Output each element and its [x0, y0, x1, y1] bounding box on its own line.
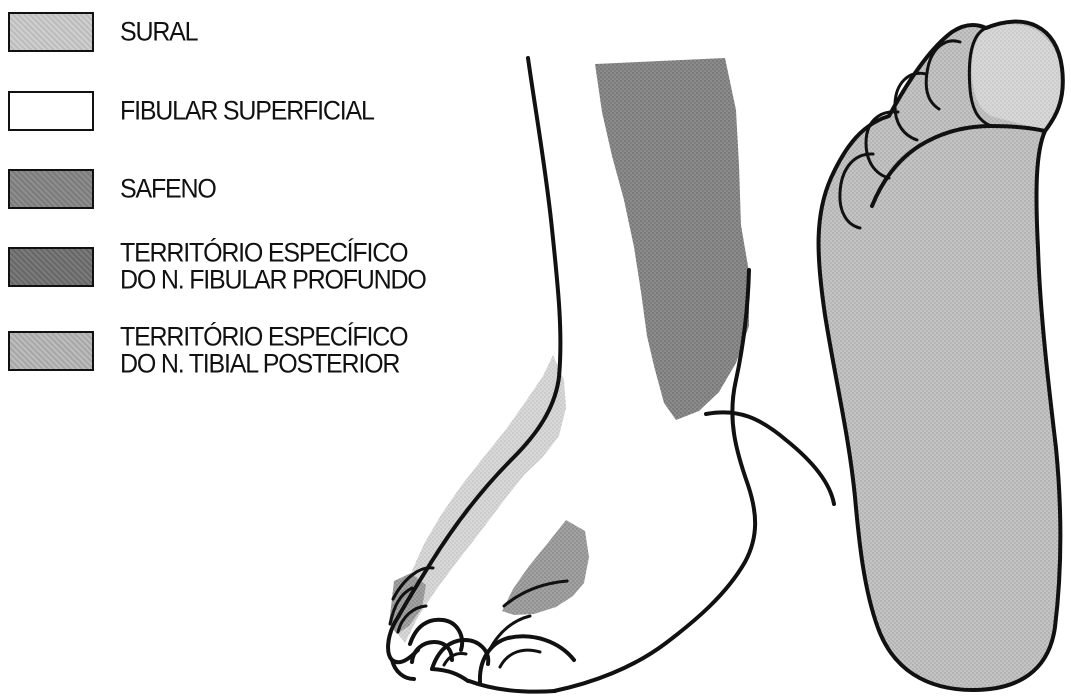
legend-label-fibular-profundo: TERRITÓRIO ESPECÍFICO DO N. FIBULAR PROF… — [120, 240, 426, 294]
foot-dorsal-outline — [388, 58, 834, 692]
legend-item-fibular-superficial: FIBULAR SUPERFICIAL — [8, 91, 374, 131]
legend-item-safeno: SAFENO — [8, 169, 216, 209]
legend-label-safeno: SAFENO — [120, 176, 216, 203]
fibular-profundo-swatch — [8, 247, 94, 287]
fibular-profundo-region-shin — [595, 58, 749, 420]
legend-label-sural: SURAL — [120, 19, 197, 46]
sural-swatch — [8, 12, 94, 52]
legend-item-fibular-profundo: TERRITÓRIO ESPECÍFICO DO N. FIBULAR PROF… — [8, 242, 426, 292]
safeno-region-midfoot — [502, 520, 589, 615]
legend-label-fibular-superficial: FIBULAR SUPERFICIAL — [120, 98, 374, 125]
fibular-superficial-swatch — [8, 91, 94, 131]
safeno-swatch — [8, 169, 94, 209]
legend-label-tibial-posterior: TERRITÓRIO ESPECÍFICO DO N. TIBIAL POSTE… — [120, 324, 407, 378]
legend-item-tibial-posterior: TERRITÓRIO ESPECÍFICO DO N. TIBIAL POSTE… — [8, 326, 407, 376]
legend-item-sural: SURAL — [8, 12, 197, 52]
tibial-posterior-swatch — [8, 331, 94, 371]
